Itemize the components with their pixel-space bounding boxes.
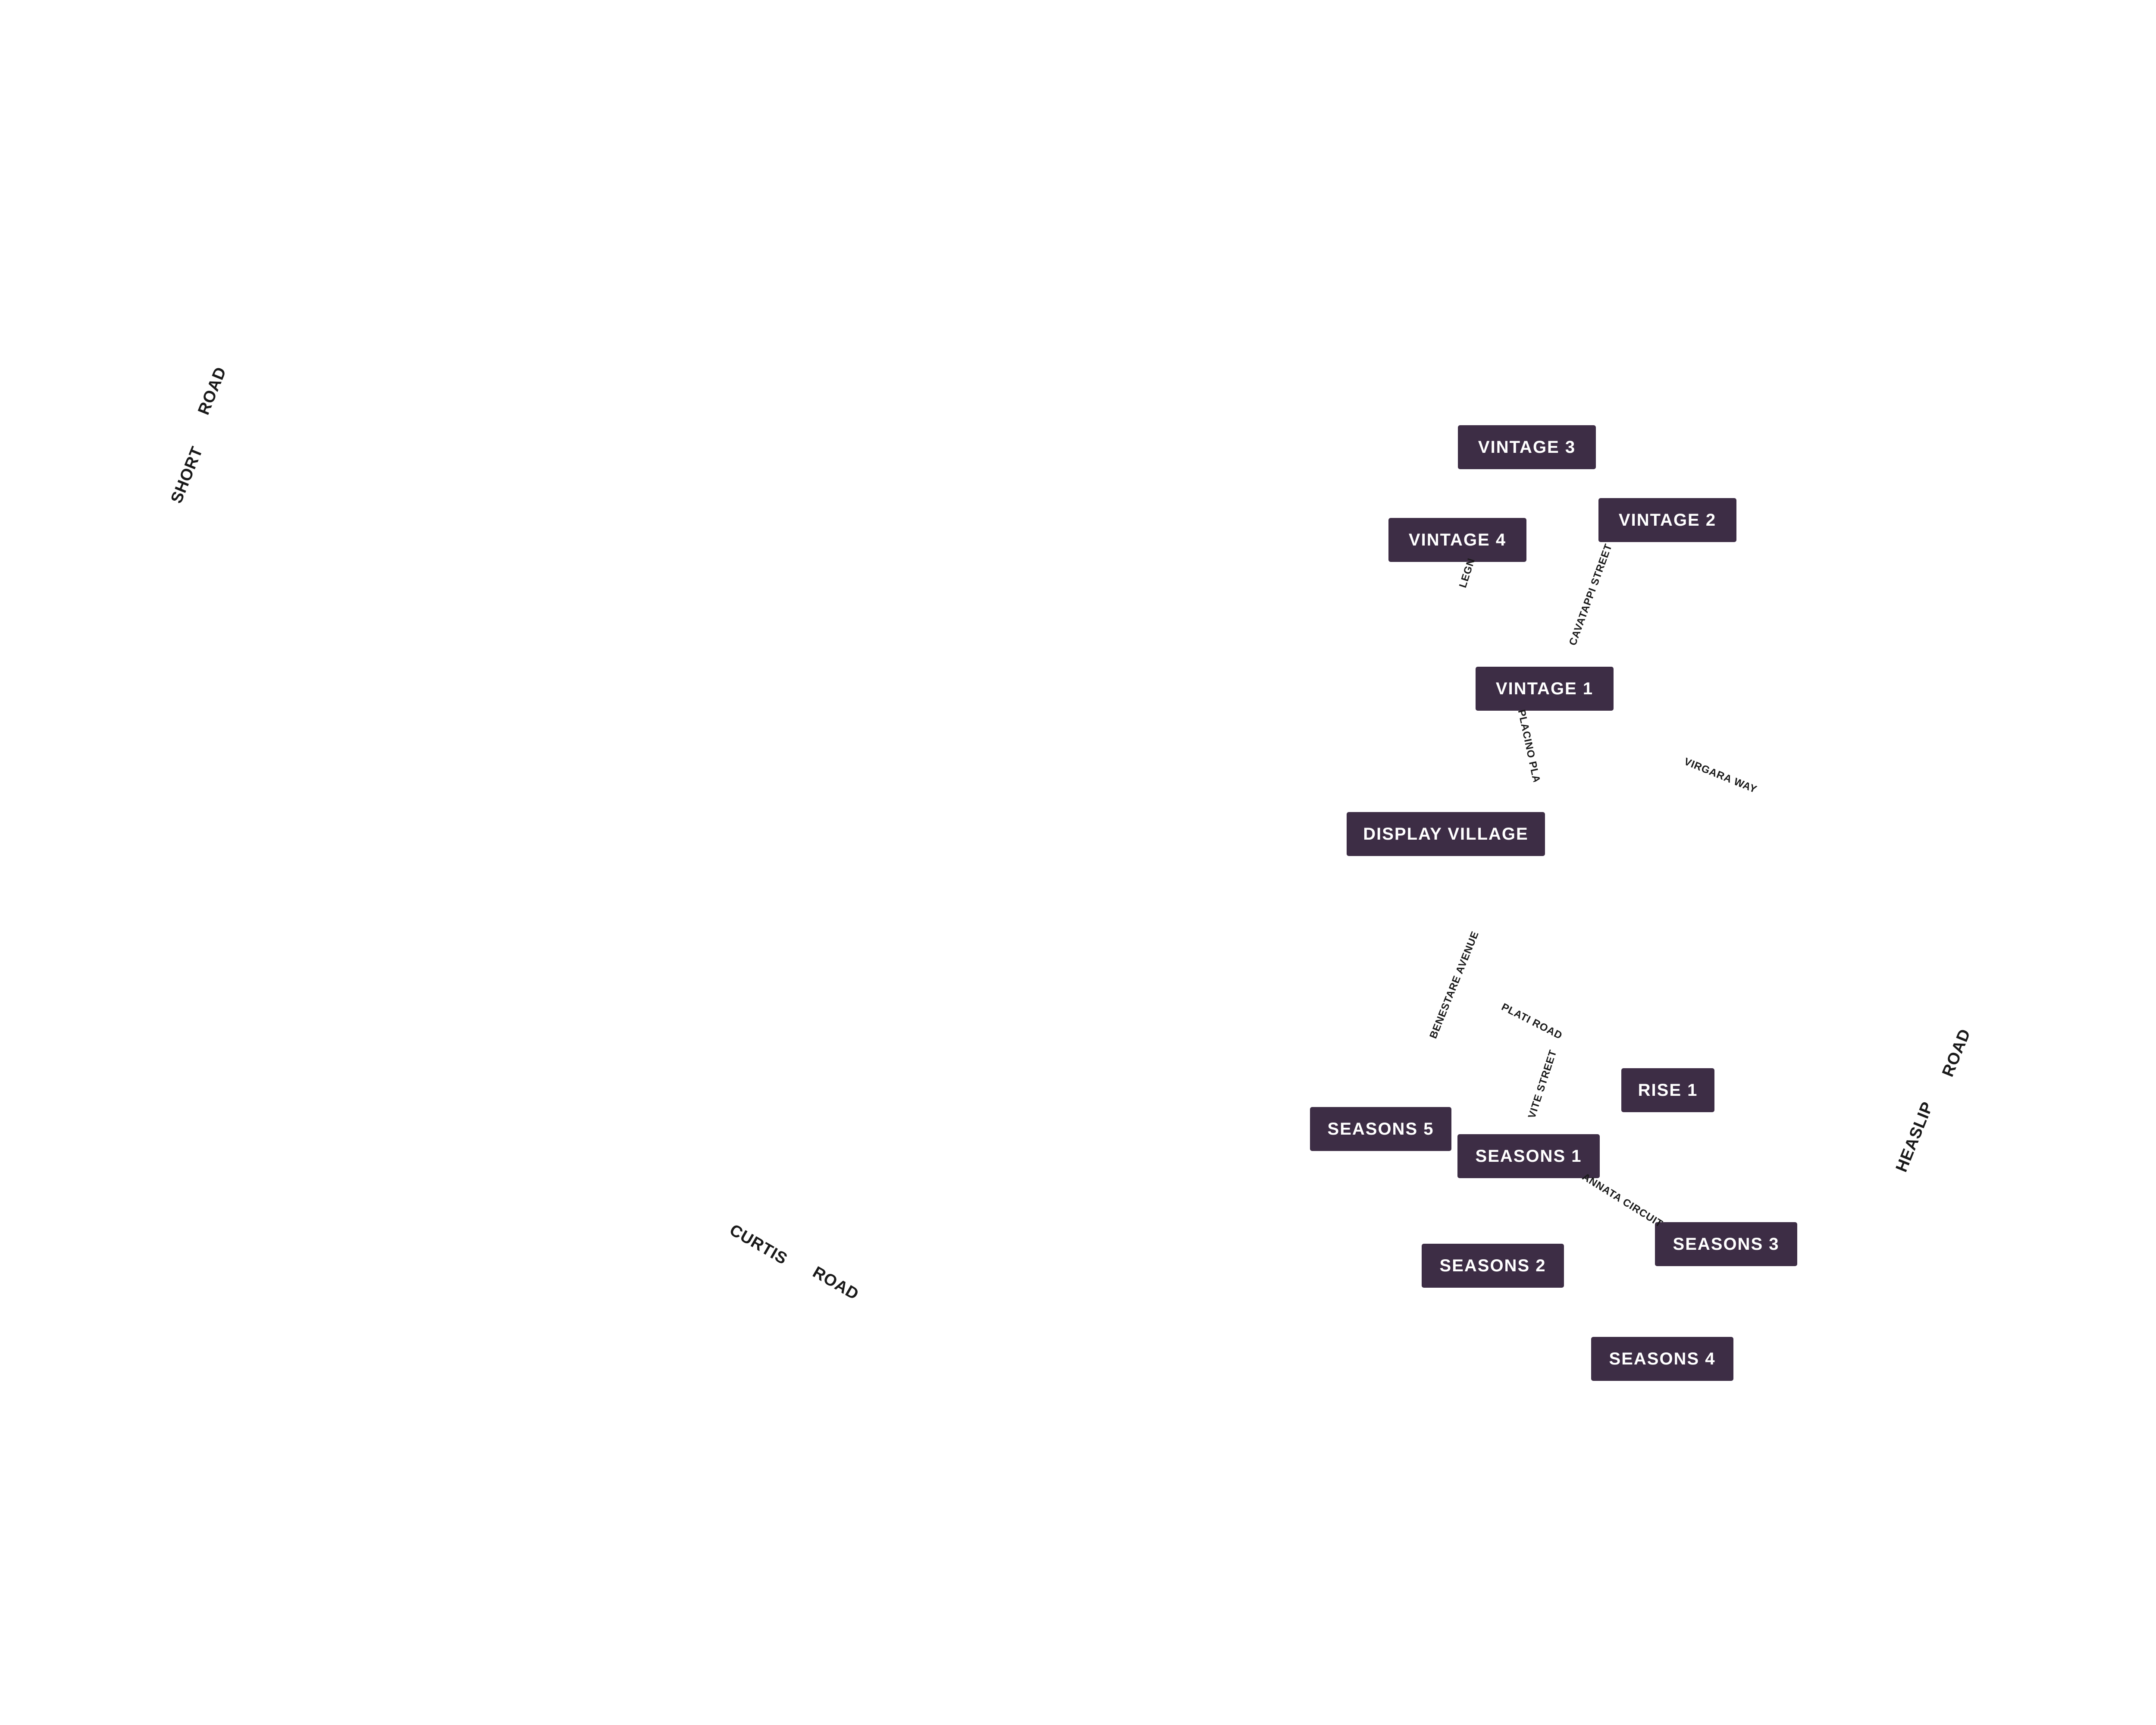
road-label-heaslip-road: ROAD xyxy=(1939,1026,1974,1079)
stage-button-seasons-3[interactable]: SEASONS 3 xyxy=(1655,1222,1797,1266)
road-label-benestare-avenue: BENESTARE AVENUE xyxy=(1427,929,1482,1041)
stage-button-seasons-1[interactable]: SEASONS 1 xyxy=(1457,1134,1600,1178)
stage-button-seasons-2[interactable]: SEASONS 2 xyxy=(1422,1244,1564,1288)
stage-button-vintage-1[interactable]: VINTAGE 1 xyxy=(1476,667,1614,711)
road-label-virgara-way: VIRGARA WAY xyxy=(1682,756,1759,796)
road-label-short-road: ROAD xyxy=(194,364,230,417)
road-label-placino-place: PLACINO PLACE xyxy=(1515,708,1542,783)
stage-button-seasons-5[interactable]: SEASONS 5 xyxy=(1310,1107,1451,1151)
road-label-heaslip: HEASLIP xyxy=(1892,1099,1937,1175)
stage-button-vintage-3[interactable]: VINTAGE 3 xyxy=(1458,425,1596,469)
road-label-curtis-road: ROAD xyxy=(809,1263,862,1304)
stage-button-seasons-4[interactable]: SEASONS 4 xyxy=(1591,1337,1733,1381)
stage-button-rise-1[interactable]: RISE 1 xyxy=(1621,1068,1714,1112)
road-label-vite-street: VITE STREET xyxy=(1526,1048,1559,1120)
road-label-cavatappi-street: CAVATAPPI STREET xyxy=(1567,542,1615,647)
road-label-curtis: CURTIS xyxy=(726,1221,791,1269)
stage-button-vintage-2[interactable]: VINTAGE 2 xyxy=(1598,498,1736,542)
road-label-short: SHORT xyxy=(167,444,207,506)
road-label-plati-road: PLATI ROAD xyxy=(1499,1001,1564,1042)
stage-button-display-village[interactable]: DISPLAY VILLAGE xyxy=(1347,812,1545,856)
stage-button-vintage-4[interactable]: VINTAGE 4 xyxy=(1388,518,1526,562)
road-label-annata-circuit: ANNATA CIRCUIT xyxy=(1580,1171,1665,1230)
